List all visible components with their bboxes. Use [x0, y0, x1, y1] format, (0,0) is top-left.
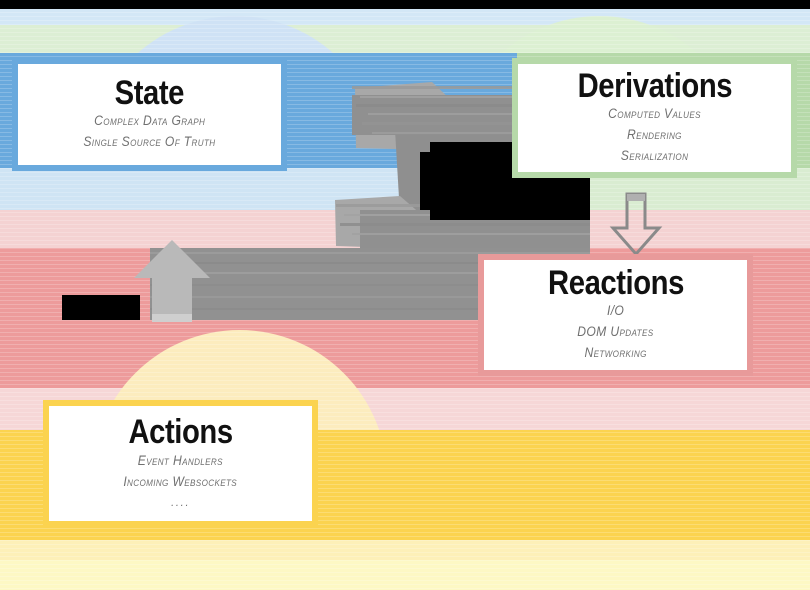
node-title-reactions: Reactions	[547, 263, 684, 302]
node-subtitle-derivations-1: Rendering	[627, 127, 682, 143]
node-subtitle-state-1: Single Source Of Truth	[83, 134, 216, 150]
render-artifact-black-block-edge	[420, 152, 440, 210]
render-artifact-black-block-left	[62, 295, 140, 320]
node-card-reactions[interactable]: Reactions I/O DOM Updates Networking	[478, 254, 753, 376]
node-title-actions: Actions	[128, 413, 233, 452]
node-card-derivations[interactable]: Derivations Computed Values Rendering Se…	[512, 58, 797, 178]
node-subtitle-actions-1: Incoming Websockets	[123, 474, 238, 490]
render-artifact-top-black-strip	[0, 0, 810, 9]
node-card-actions[interactable]: Actions Event Handlers Incoming Websocke…	[43, 400, 318, 527]
node-subtitle-actions-0: Event Handlers	[137, 453, 224, 469]
node-subtitle-reactions-2: Networking	[584, 345, 647, 361]
node-subtitle-reactions-1: DOM Updates	[577, 324, 654, 340]
arrow-down-icon	[609, 192, 663, 257]
node-subtitle-actions-2: ....	[170, 494, 191, 509]
node-title-derivations: Derivations	[577, 66, 732, 105]
node-card-state[interactable]: State Complex Data Graph Single Source O…	[12, 58, 287, 171]
node-subtitle-derivations-0: Computed Values	[608, 106, 701, 122]
node-title-state: State	[114, 73, 185, 112]
node-subtitle-state-0: Complex Data Graph	[93, 113, 206, 129]
node-subtitle-derivations-2: Serialization	[620, 148, 689, 164]
node-subtitle-reactions-0: I/O	[606, 303, 625, 319]
background-band-yellow-fade2	[0, 560, 810, 590]
